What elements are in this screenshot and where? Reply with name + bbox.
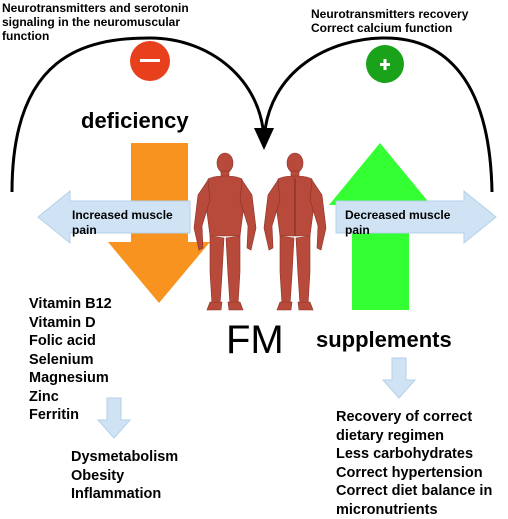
supplement-outcomes-list: Recovery of correct dietary regimen Less… xyxy=(336,408,492,519)
list-item: Selenium xyxy=(29,351,112,370)
deficiency-label: deficiency xyxy=(81,108,189,134)
list-item: Less carbohydrates xyxy=(336,445,492,464)
list-item: Correct diet balance in xyxy=(336,482,492,501)
front-anatomy-figure-icon xyxy=(194,153,256,310)
list-item: Vitamin D xyxy=(29,314,112,333)
deficiency-outcomes-list: Dysmetabolism Obesity Inflammation xyxy=(71,448,178,504)
top-right-line: Correct calcium function xyxy=(311,21,506,35)
fm-label: FM xyxy=(226,318,284,362)
list-item: dietary regimen xyxy=(336,427,492,446)
top-right-annotation: Neurotransmitters recovery Correct calci… xyxy=(311,7,506,35)
plus-sign-vertical xyxy=(384,59,387,70)
list-item: Zinc xyxy=(29,388,112,407)
deficiency-list: Vitamin B12 Vitamin D Folic acid Seleniu… xyxy=(29,295,112,425)
right-arrow-line: pain xyxy=(345,223,465,238)
list-item: Correct hypertension xyxy=(336,464,492,483)
list-item: Ferritin xyxy=(29,406,112,425)
left-arrow-text: Increased muscle pain xyxy=(72,208,192,238)
list-item: micronutrients xyxy=(336,501,492,519)
top-left-line: signaling in the neuromuscular xyxy=(2,15,252,29)
top-left-annotation: Neurotransmitters and serotonin signalin… xyxy=(2,1,252,43)
top-right-line: Neurotransmitters recovery xyxy=(311,7,506,21)
left-arrow-line: pain xyxy=(72,223,192,238)
top-left-line: Neurotransmitters and serotonin xyxy=(2,1,252,15)
top-left-line: function xyxy=(2,29,252,43)
right-arrow-text: Decreased muscle pain xyxy=(345,208,465,238)
right-arrow-line: Decreased muscle xyxy=(345,208,465,223)
minus-sign-icon xyxy=(140,59,160,62)
left-arrow-line: Increased muscle xyxy=(72,208,192,223)
list-item: Vitamin B12 xyxy=(29,295,112,314)
list-item: Inflammation xyxy=(71,485,178,504)
center-arrowhead-icon xyxy=(254,128,274,150)
small-down-arrow-right xyxy=(383,358,415,398)
list-item: Folic acid xyxy=(29,332,112,351)
list-item: Obesity xyxy=(71,467,178,486)
back-anatomy-figure-icon xyxy=(264,153,326,310)
list-item: Dysmetabolism xyxy=(71,448,178,467)
supplements-label: supplements xyxy=(316,327,452,353)
list-item: Recovery of correct xyxy=(336,408,492,427)
list-item: Magnesium xyxy=(29,369,112,388)
